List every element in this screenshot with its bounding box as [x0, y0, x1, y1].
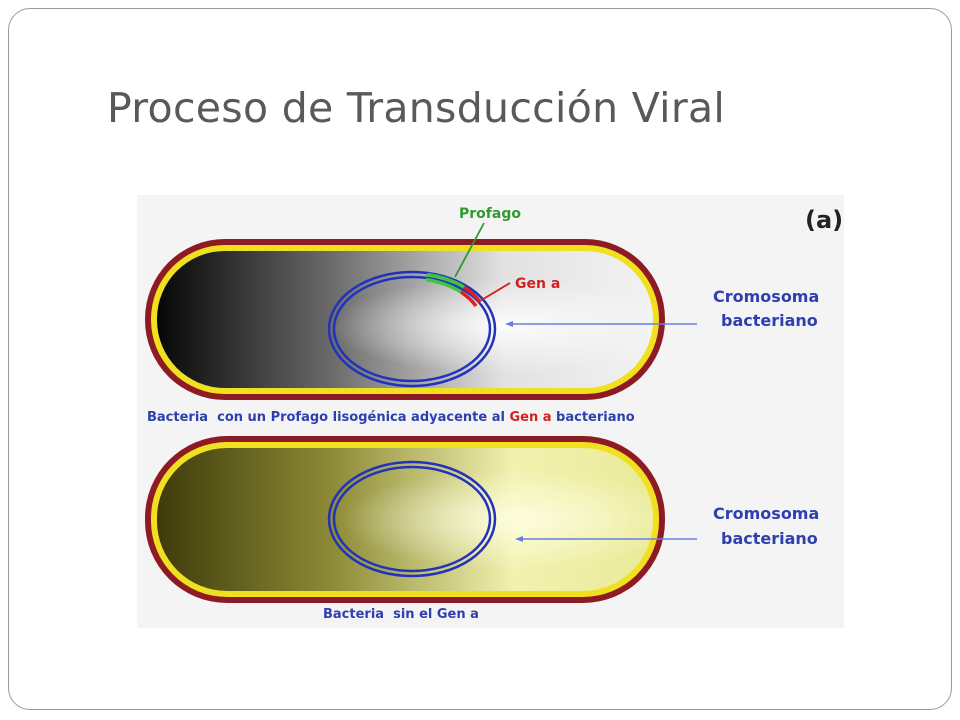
- gene-a-pointer: [479, 282, 511, 302]
- prophage-pointer: [454, 222, 485, 278]
- bottom-chromosome-label-line2: bacteriano: [721, 529, 818, 548]
- top-chromosome-label-line2: bacteriano: [721, 311, 818, 330]
- top-cell-caption: Bacteria con un Profago lisogénica adyac…: [147, 410, 635, 425]
- top-chromosome-label-line1: Cromosoma: [713, 287, 819, 306]
- gene-a-label: Gen a: [515, 276, 560, 292]
- bottom-chromosome-label-line1: Cromosoma: [713, 504, 819, 523]
- prophage-label: Profago: [459, 206, 521, 222]
- transduction-figure: (a) Profago Gen a Cromosoma: [137, 195, 844, 628]
- bottom-bacterium: [145, 436, 665, 603]
- top-bacterium: [145, 239, 665, 400]
- panel-label: (a): [805, 206, 843, 234]
- gene-a-segment: [459, 285, 482, 308]
- top-chromosome: [327, 270, 497, 388]
- bottom-chromosome: [327, 460, 497, 578]
- prophage-segment: [425, 272, 465, 294]
- bottom-cell-caption: Bacteria sin el Gen a: [323, 607, 479, 622]
- slide-title: Proceso de Transducción Viral: [107, 84, 726, 132]
